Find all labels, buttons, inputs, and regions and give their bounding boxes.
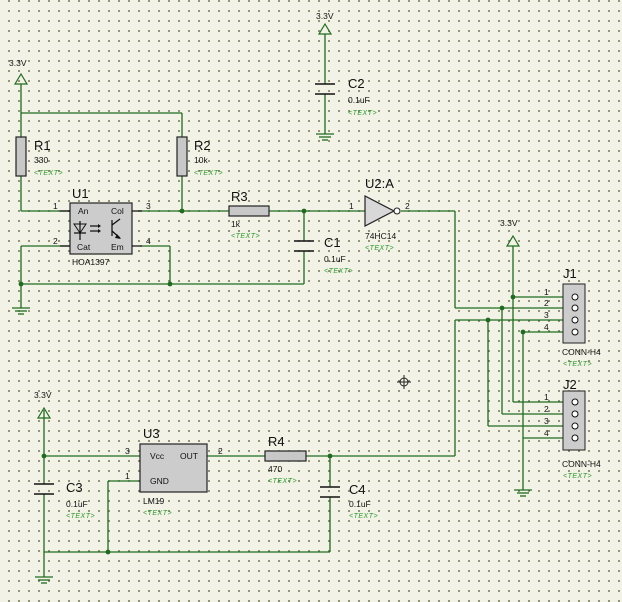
connector-j1[interactable]: 1 2 3 4 J1 CONN-H4 <TEXT>	[544, 266, 601, 368]
pin-label: OUT	[180, 451, 198, 461]
capacitor-c2[interactable]: C2 0.1uF <TEXT>	[315, 76, 377, 117]
component-value: LM19	[143, 496, 165, 506]
pin-number: 4	[544, 322, 549, 332]
text-placeholder: <TEXT>	[348, 110, 377, 117]
pin-number: 1	[53, 201, 58, 211]
text-placeholder: <TEXT>	[563, 361, 592, 368]
connector-j2[interactable]: 1 2 3 4 J2 CONN-H4 <TEXT>	[544, 377, 601, 480]
resistor-r1[interactable]: R1 330 <TEXT>	[15, 136, 63, 177]
pin-label: Col	[111, 206, 124, 216]
component-ref: U3	[143, 426, 160, 441]
pin-number: 3	[146, 201, 151, 211]
power-symbol-j1[interactable]: 3.3V	[500, 218, 521, 254]
capacitor-c4[interactable]: C4 0.1uF <TEXT>	[320, 482, 378, 520]
pin-label: Vcc	[150, 451, 165, 461]
component-value: 0.1uF	[349, 499, 371, 509]
component-value: 74HC14	[365, 231, 396, 241]
component-ref: C4	[349, 482, 366, 497]
component-value: 1k	[231, 219, 241, 229]
power-symbol-c2[interactable]: 3.3V	[316, 11, 334, 36]
pin-number: 4	[544, 428, 549, 438]
pin-label: Cat	[77, 242, 91, 252]
pin-label: An	[78, 206, 89, 216]
text-placeholder: <TEXT>	[231, 233, 260, 240]
component-ref: J2	[563, 377, 577, 392]
component-value: HOA1397	[72, 257, 110, 267]
text-placeholder: <TEXT>	[365, 245, 394, 252]
component-ref: R2	[194, 138, 211, 153]
component-value: 0.1uF	[324, 254, 346, 264]
component-value: 0.1uF	[66, 499, 88, 509]
capacitor-c1[interactable]: C1 0.1uF <TEXT>	[294, 235, 353, 275]
pin-label: GND	[150, 476, 169, 486]
pin-number: 1	[125, 471, 130, 481]
power-label: 3.3V	[34, 390, 52, 400]
component-value: CONN-H4	[562, 347, 601, 357]
pin-number: 2	[218, 446, 223, 456]
resistor-r3[interactable]: R3 1k <TEXT>	[228, 189, 270, 240]
junctions	[18, 208, 526, 555]
component-ref: U1	[72, 186, 89, 201]
component-ref: R1	[34, 138, 51, 153]
optocoupler-u1[interactable]: An Cat Col Em 1 2 3 4 U1 HOA1397	[53, 186, 151, 267]
ground-symbol-left[interactable]	[12, 305, 30, 315]
pin-number: 1	[544, 287, 549, 297]
sensor-u3[interactable]: Vcc OUT GND 3 2 1 U3 LM19 <TEXT>	[125, 426, 223, 517]
pin-number: 3	[125, 446, 130, 456]
power-label: 3.3V	[316, 11, 334, 21]
power-symbol-top-left[interactable]: 3.3V	[9, 58, 29, 85]
wires	[20, 36, 573, 574]
text-placeholder: <TEXT>	[349, 513, 378, 520]
pin-number: 2	[544, 298, 549, 308]
power-symbol-c3[interactable]: 3.3V	[34, 390, 52, 419]
component-ref: R3	[231, 189, 248, 204]
pin-number: 2	[405, 201, 410, 211]
text-placeholder: <TEXT>	[66, 513, 95, 520]
component-ref: R4	[268, 434, 285, 449]
resistor-r4[interactable]: R4 470 <TEXT>	[264, 434, 307, 485]
ground-symbol-c2[interactable]	[316, 133, 334, 141]
capacitor-c3[interactable]: C3 0.1uF <TEXT>	[34, 480, 95, 520]
component-value: 0.1uF	[348, 95, 370, 105]
origin-marker-icon	[397, 375, 411, 389]
pin-number: 3	[544, 310, 549, 320]
text-placeholder: <TEXT>	[34, 170, 63, 177]
pin-number: 2	[544, 404, 549, 414]
text-placeholder: <TEXT>	[194, 170, 223, 177]
inverter-u2a[interactable]: U2:A 74HC14 <TEXT> 1 2	[349, 176, 410, 252]
component-value: CONN-H4	[562, 459, 601, 469]
component-ref: C1	[324, 235, 341, 250]
ground-symbol-bottom[interactable]	[35, 574, 53, 584]
text-placeholder: <TEXT>	[324, 268, 353, 275]
component-ref: C3	[66, 480, 83, 495]
pin-label: Em	[111, 242, 124, 252]
ground-symbol-j2[interactable]	[514, 489, 532, 497]
power-label: 3.3V	[9, 58, 27, 68]
component-value: 470	[268, 464, 282, 474]
component-value: 330	[34, 155, 48, 165]
pin-number: 4	[146, 236, 151, 246]
pin-number: 1	[349, 201, 354, 211]
pin-number: 2	[53, 236, 58, 246]
text-placeholder: <TEXT>	[563, 473, 592, 480]
resistor-r2[interactable]: R2 10k <TEXT>	[176, 136, 223, 177]
text-placeholder: <TEXT>	[143, 510, 172, 517]
text-placeholder: <TEXT>	[268, 478, 297, 485]
power-label: 3.3V	[500, 218, 518, 228]
pin-number: 3	[544, 416, 549, 426]
component-ref: J1	[563, 266, 577, 281]
component-value: 10k	[194, 155, 208, 165]
pin-number: 1	[544, 392, 549, 402]
component-ref: U2:A	[365, 176, 394, 191]
component-ref: C2	[348, 76, 365, 91]
